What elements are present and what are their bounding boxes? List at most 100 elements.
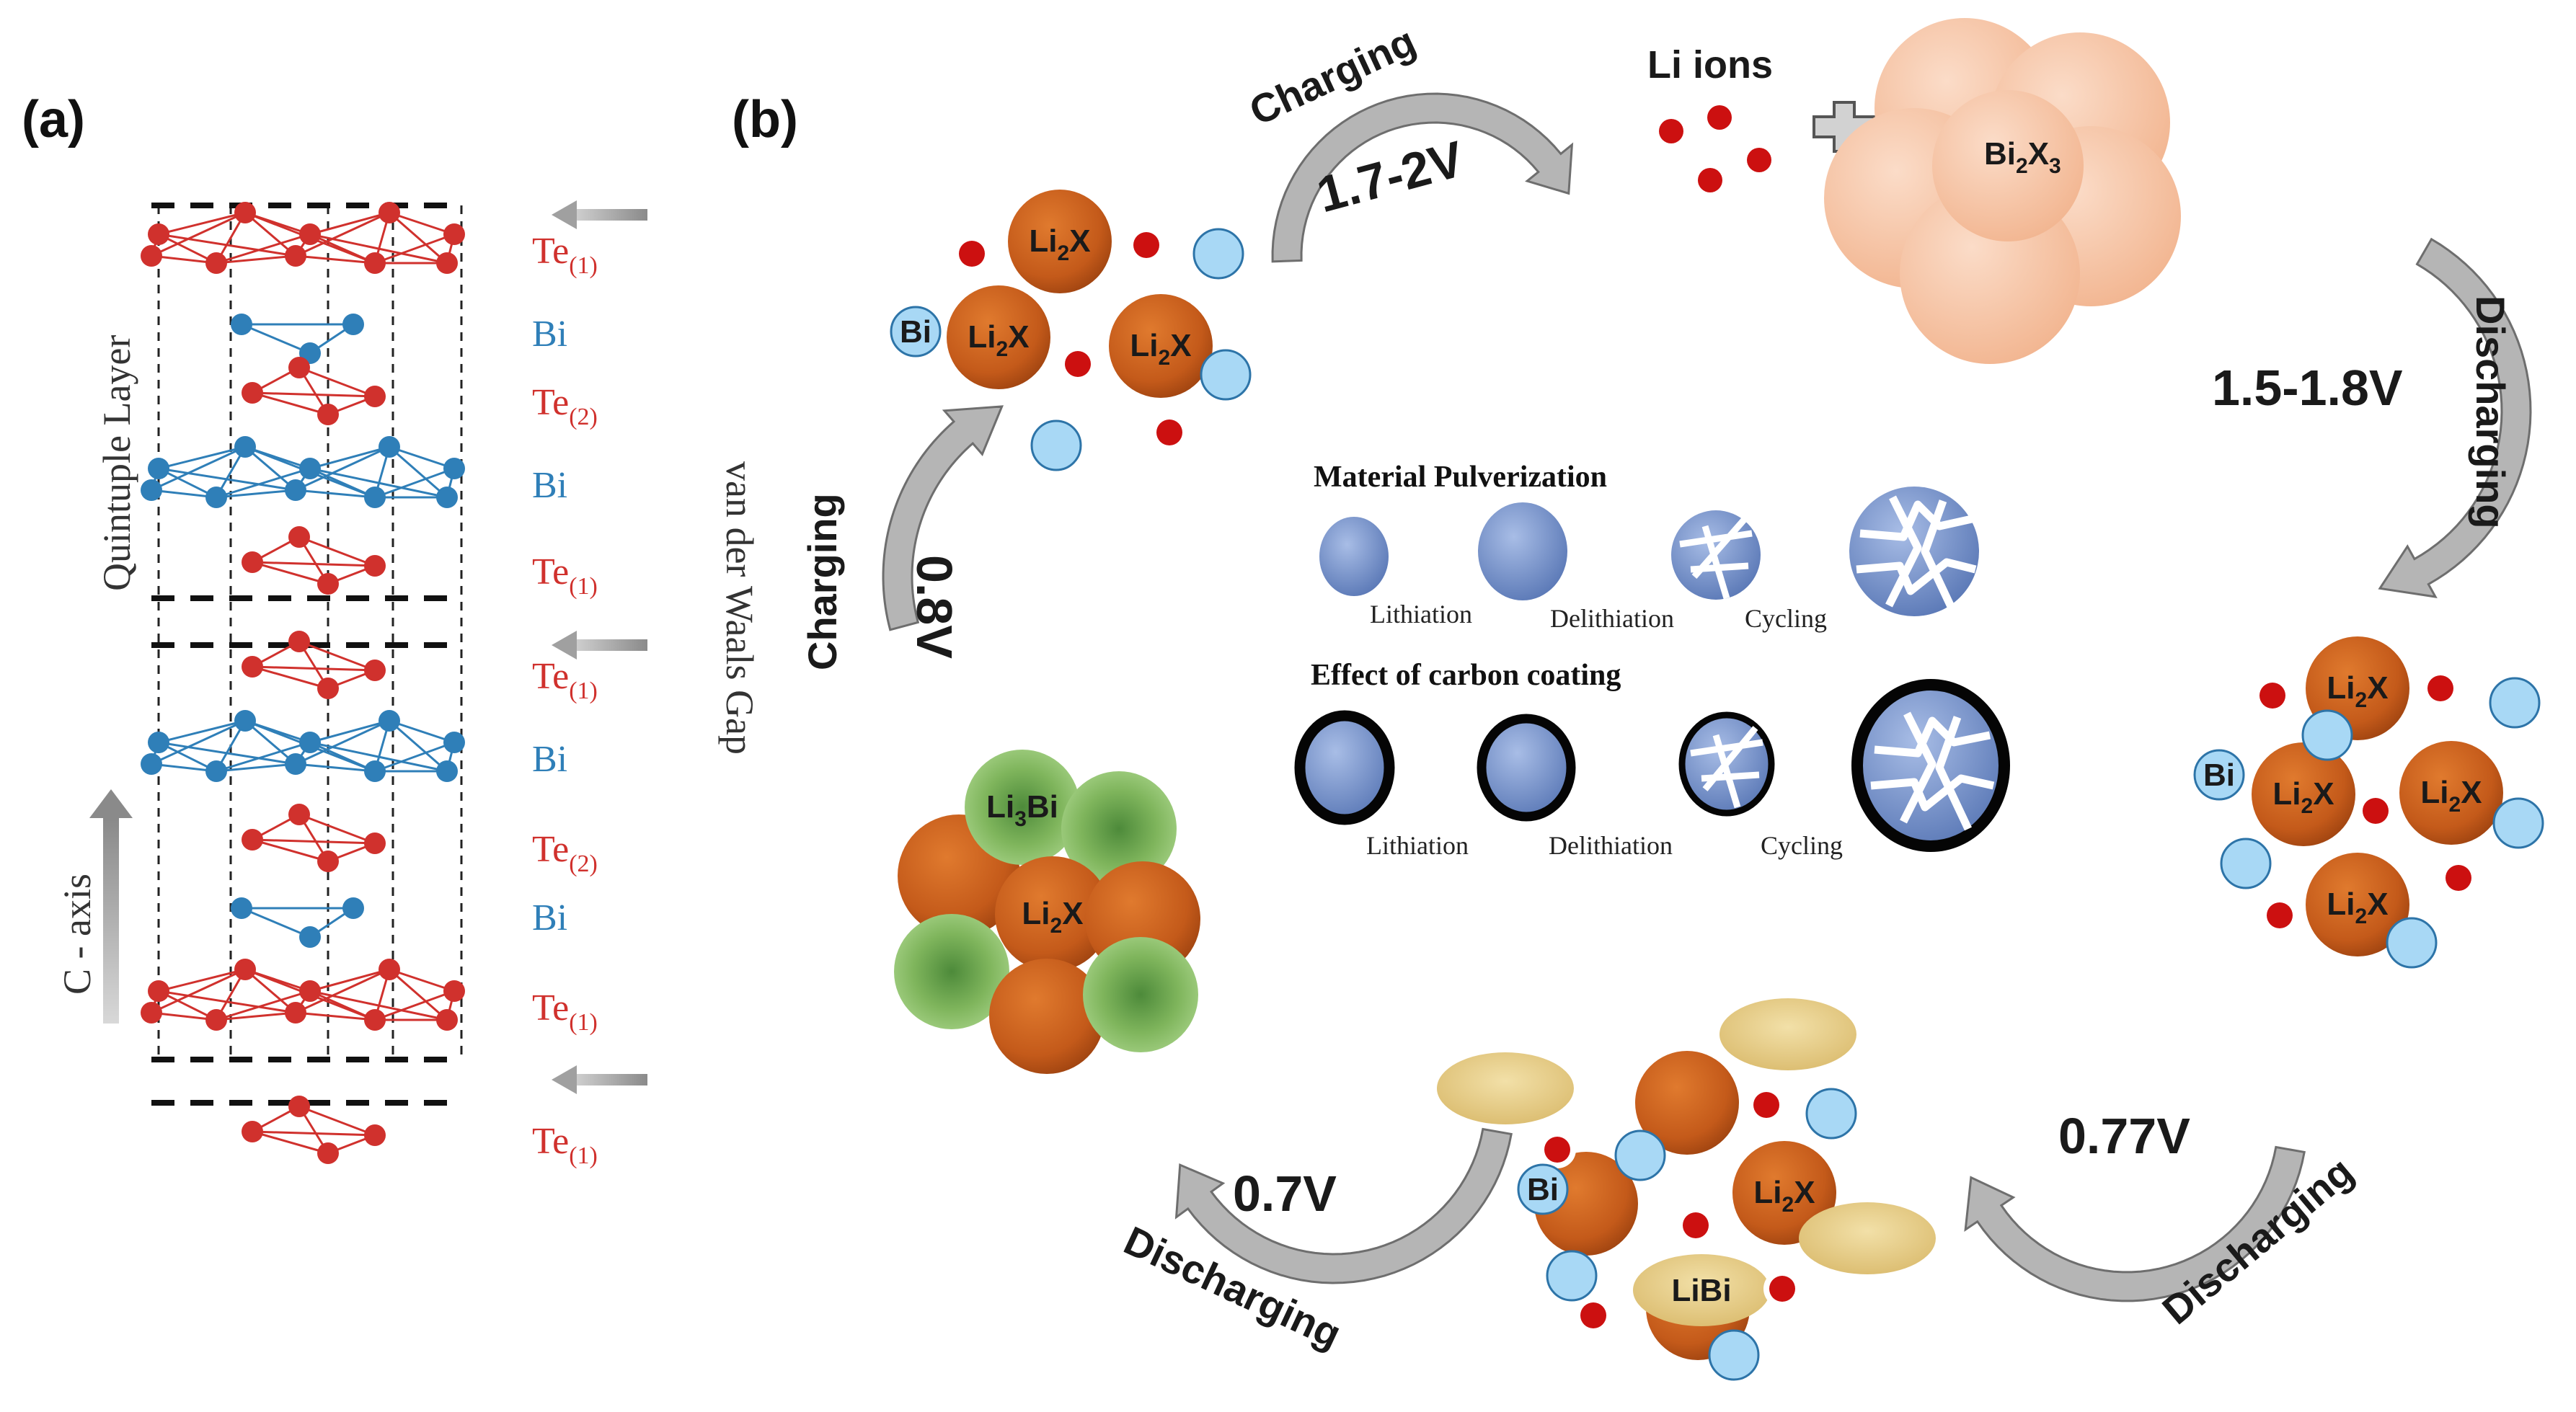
bi-atom: [205, 487, 227, 508]
te-atom: [242, 382, 263, 404]
atom-bond: [252, 1130, 329, 1155]
li2x-particle: [1008, 190, 1112, 293]
atom-bond: [389, 445, 455, 470]
bi-atom: [379, 436, 400, 458]
te-atom: [364, 832, 386, 854]
atom-bond: [298, 1105, 376, 1137]
atom-bond: [151, 211, 246, 257]
atom-bond: [298, 640, 376, 672]
atom-bond: [389, 968, 455, 993]
bi-atom: [379, 710, 400, 732]
row1-caption-lithiation: Lithiation: [1370, 600, 1472, 629]
te-atom: [234, 202, 256, 223]
te-atom: [317, 404, 339, 425]
particle-label: Li2X: [2420, 775, 2482, 817]
te-atom: [288, 804, 310, 825]
te-atom: [288, 631, 310, 652]
atom-bond: [252, 665, 329, 690]
bi-particle: [1805, 1088, 1857, 1140]
atom-bond: [309, 467, 376, 499]
atom-bond: [309, 719, 390, 744]
atom-bond: [252, 391, 329, 416]
layer-pointer-head: [552, 1065, 577, 1094]
li3bi-particle: [1061, 771, 1177, 887]
li2x-particle: [1635, 1051, 1739, 1155]
libi-particle: [1719, 998, 1856, 1070]
li2x-particle: [2306, 853, 2409, 956]
step-3-voltage: 0.77V: [2058, 1108, 2190, 1164]
te-atom: [299, 980, 321, 1002]
te-atom: [436, 252, 458, 274]
bi-atom: [299, 732, 321, 753]
inset-pulverization-title: Material Pulverization: [1314, 461, 1607, 494]
atom-bond: [151, 968, 246, 1014]
bi-label: Bi: [2203, 758, 2235, 793]
inset: Material Pulverization Effect of carbon …: [1294, 461, 2010, 860]
atom-bond: [295, 719, 390, 765]
row2-caption-lithiation: Lithiation: [1366, 831, 1469, 860]
atom-bond: [252, 838, 376, 845]
atom-bond: [216, 233, 311, 265]
atom-bond: [295, 763, 376, 773]
bi-particle: [2220, 838, 2272, 889]
bi-particle: [1708, 1329, 1760, 1381]
particle-label: Li2X: [2327, 670, 2388, 712]
atom-bond: [389, 445, 448, 499]
li-ion: [2363, 798, 2389, 824]
pulverization-lithiation-ball: [1319, 517, 1389, 596]
li-ions-group: [1654, 100, 1776, 197]
atom-bond: [295, 489, 376, 499]
atom-bond: [389, 211, 448, 265]
step-5-process: Charging: [800, 493, 845, 670]
atom-bond: [309, 990, 376, 1021]
te-atom: [443, 980, 465, 1002]
arrow-discharging-3: [1964, 1145, 2306, 1302]
atom-bond: [216, 1011, 296, 1021]
atom-bond: [252, 561, 329, 585]
layer-label: Te(2): [532, 382, 598, 430]
te-atom: [364, 555, 386, 577]
atom-bond: [244, 211, 296, 257]
bi-particle: [890, 306, 942, 358]
atom-bond: [151, 254, 217, 265]
bi-atom: [299, 926, 321, 948]
te-atom: [364, 252, 386, 274]
li2x-particle: [2252, 742, 2355, 846]
atom-bond: [216, 763, 296, 773]
atom-bond: [151, 489, 217, 499]
row2-caption-delithiation: Delithiation: [1549, 831, 1673, 860]
li-ion: [1769, 1276, 1795, 1302]
li2x-particle: [1109, 294, 1213, 398]
bi-particle: [2193, 749, 2245, 801]
li3bi-particle: [965, 750, 1080, 865]
layer-label: Bi: [532, 739, 567, 780]
li-ions-label: Li ions: [1647, 43, 1773, 86]
layer-label: Te(1): [532, 231, 598, 279]
atom-bond: [298, 536, 376, 567]
c-axis-label: C - axis: [56, 874, 99, 995]
panel-a-label: (a): [22, 91, 85, 148]
atom-bond: [295, 211, 390, 257]
te-atom: [285, 245, 306, 267]
te-atom: [141, 1002, 162, 1024]
row1-caption-delithiation: Delithiation: [1550, 604, 1674, 633]
te-atom: [285, 1002, 306, 1024]
layer-pointer-head: [552, 631, 577, 660]
atom-bond: [151, 1011, 217, 1021]
atom-bond: [374, 233, 455, 265]
li-ion: [2446, 865, 2471, 891]
bi-atom: [205, 760, 227, 782]
li-ion: [1753, 1092, 1779, 1118]
arrow-charging-1: [1271, 92, 1574, 263]
atom-bond: [244, 968, 296, 1014]
atom-bond: [241, 907, 311, 938]
particle-label: Li2X: [968, 319, 1029, 361]
quintuple-layer-label: Quintuple Layer: [95, 335, 138, 591]
atom-bond: [309, 445, 390, 470]
bi-atom: [364, 487, 386, 508]
bi-atom: [436, 760, 458, 782]
atom-bond: [374, 990, 455, 1021]
te-atom: [288, 357, 310, 378]
li-ion: [1133, 232, 1159, 258]
